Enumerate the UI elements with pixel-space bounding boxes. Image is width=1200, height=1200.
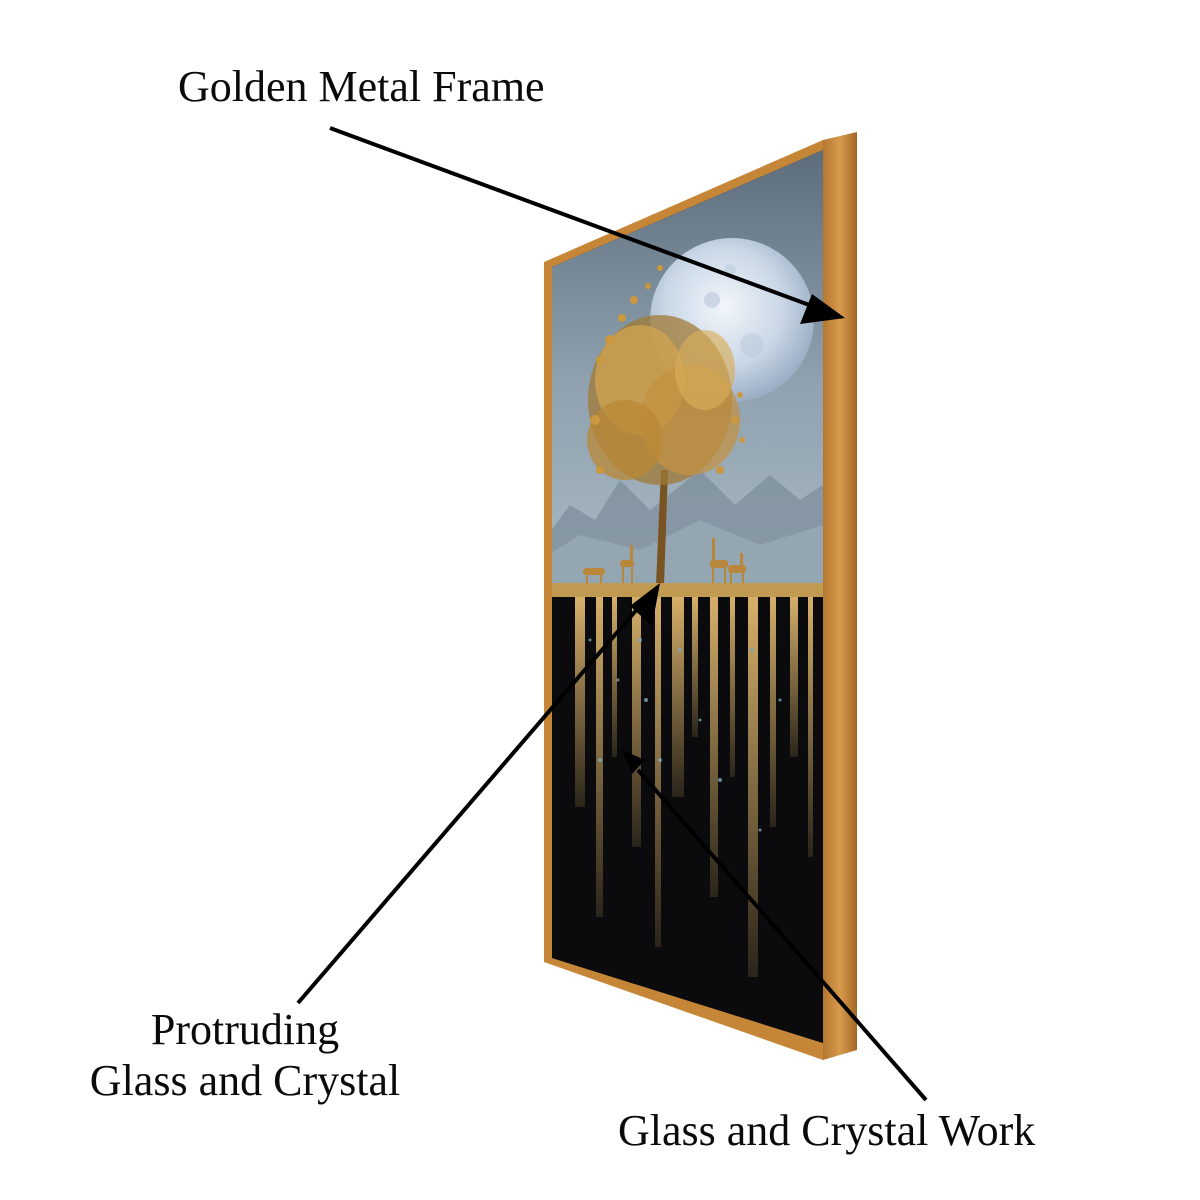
- gold-drips: [575, 597, 813, 977]
- crystal-specks: [588, 638, 782, 832]
- frame-side: [823, 132, 857, 1060]
- tree-trunk: [656, 470, 668, 585]
- arrow-pointer-icon: [622, 750, 928, 1102]
- arrow-pointer-icon: [329, 126, 845, 324]
- callout-protruding-line2: Glass and Crystal: [89, 1055, 401, 1105]
- artwork-content: [552, 150, 823, 1043]
- golden-tree: [587, 265, 745, 485]
- callout-golden-metal-frame: Golden Metal Frame: [178, 62, 545, 111]
- callout-glass-crystal-work: Glass and Crystal Work: [618, 1106, 1036, 1155]
- callout-protruding-line1: Protruding: [150, 1005, 340, 1054]
- callout-protruding-glass: Protruding Glass and Crystal: [40, 1005, 450, 1106]
- arrow-pointer-icon: [296, 583, 660, 1005]
- deer: [583, 538, 746, 587]
